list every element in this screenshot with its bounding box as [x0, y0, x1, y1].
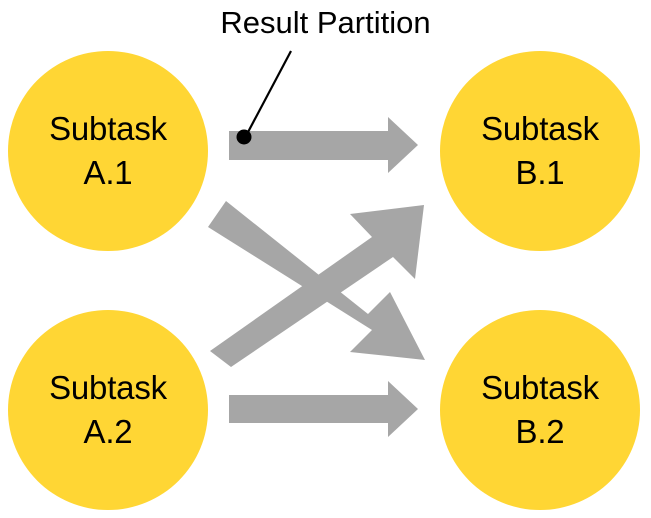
node-subtask-a2-line1: Subtask	[49, 369, 167, 407]
callout-leader-dot	[236, 129, 252, 145]
arrow-a2-to-b1	[210, 205, 424, 367]
node-subtask-b2-line1: Subtask	[481, 369, 599, 407]
node-subtask-a2[interactable]: Subtask A.2	[8, 310, 208, 510]
node-subtask-b1-line2: B.1	[515, 154, 565, 191]
node-subtask-b2[interactable]: Subtask B.2	[440, 310, 640, 510]
node-subtask-a1-line2: A.1	[83, 154, 133, 191]
node-subtask-b2-line2: B.2	[515, 413, 565, 450]
arrow-a2-to-b2	[229, 381, 418, 437]
arrow-a1-to-b1	[229, 117, 418, 173]
callout-label: Result Partition	[220, 5, 431, 40]
node-subtask-a2-line2: A.2	[83, 413, 133, 450]
callout-leader-line	[246, 50, 292, 135]
node-subtask-a1[interactable]: Subtask A.1	[8, 51, 208, 251]
node-subtask-b1-line1: Subtask	[481, 110, 599, 148]
node-subtask-a1-line1: Subtask	[49, 110, 167, 148]
node-subtask-b1[interactable]: Subtask B.1	[440, 51, 640, 251]
